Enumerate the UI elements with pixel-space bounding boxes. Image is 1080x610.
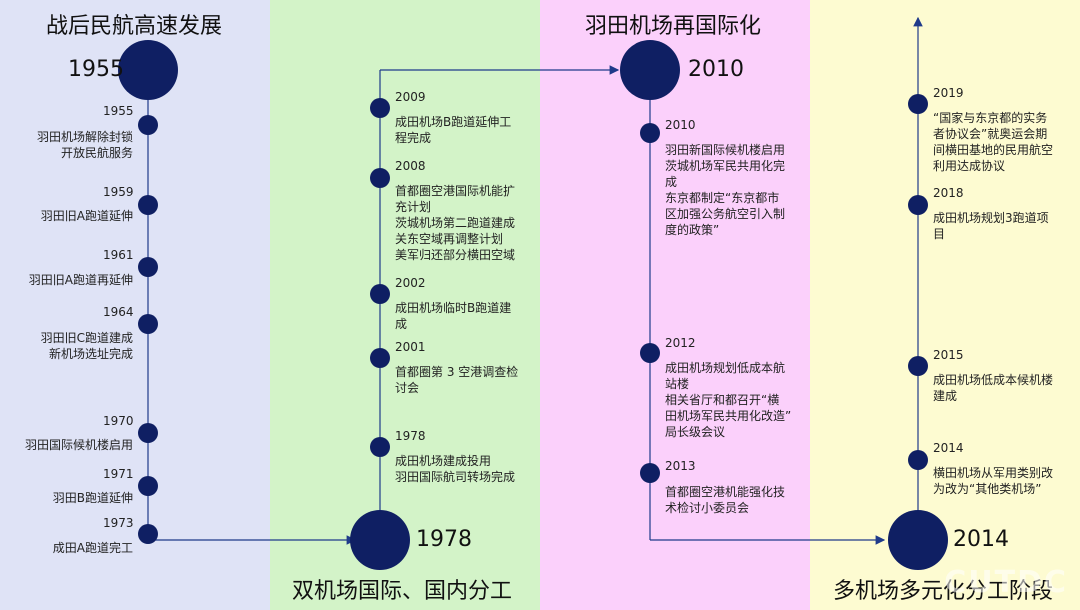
event-text: 羽田旧A跑道延伸 xyxy=(40,209,133,223)
event-node xyxy=(640,123,660,143)
phase-panel-4 xyxy=(810,0,1080,610)
event-node xyxy=(138,257,158,277)
event-text: “国家与东京都的实务者协议会”就奥运会期 间横田基地的民用航空利用达成协议 xyxy=(933,111,1054,173)
event-year: 1973 xyxy=(103,516,134,530)
event-text: 羽田B跑道延伸 xyxy=(52,491,133,505)
phase-panel-1 xyxy=(0,0,270,610)
event-year: 2019 xyxy=(933,86,964,100)
event-year: 1961 xyxy=(103,248,134,262)
event-year: 2010 xyxy=(665,118,696,132)
event-text: 羽田旧C跑道建成新机场选址完成 xyxy=(40,331,133,361)
event-text: 首都圈空港机能强化技术检讨小委员会 xyxy=(665,485,786,515)
event-text: 羽田旧A跑道再延伸 xyxy=(28,273,133,287)
event-node xyxy=(138,115,158,135)
event-year: 1971 xyxy=(103,467,134,481)
phase-title-3: 羽田机场再国际化 xyxy=(585,14,762,39)
event-node xyxy=(908,450,928,470)
event-text: 成田机场建成投用羽田国际航司转场完成 xyxy=(395,454,516,484)
event-node xyxy=(908,94,928,114)
event-year: 1959 xyxy=(103,185,134,199)
event-year: 1955 xyxy=(103,104,134,118)
event-text: 首都圈空港国际机能扩充计划 茨城机场第二跑道建成关东空域再调整计划 美军归还部分… xyxy=(395,184,516,262)
event-text: 横田机场从军用类别改为改为“其他类机场” xyxy=(933,466,1054,496)
phase-node-2014 xyxy=(888,510,948,570)
event-year: 2012 xyxy=(665,336,696,350)
phase-node-1978 xyxy=(350,510,410,570)
watermark-logo: CUTDC xyxy=(944,565,1068,600)
event-node xyxy=(370,437,390,457)
phase-node-1955 xyxy=(118,40,178,100)
phase-panel-3 xyxy=(540,0,810,610)
phase-year-2014: 2014 xyxy=(953,527,1009,552)
phase-title-4: 多机场多元化分工阶段 xyxy=(833,579,1054,604)
event-text: 羽田国际候机楼启用 xyxy=(24,438,133,452)
event-text: 成田机场规划3跑道项目 xyxy=(933,211,1049,241)
event-year: 2013 xyxy=(665,459,696,473)
phase-node-2010 xyxy=(620,40,680,100)
phase-year-1955: 1955 xyxy=(68,57,124,82)
event-node xyxy=(908,195,928,215)
event-node xyxy=(370,168,390,188)
event-year: 2002 xyxy=(395,276,426,290)
event-year: 1964 xyxy=(103,305,134,319)
phase-panel-2 xyxy=(270,0,540,610)
event-node xyxy=(138,195,158,215)
event-year: 2018 xyxy=(933,186,964,200)
event-node xyxy=(138,524,158,544)
event-year: 2014 xyxy=(933,441,964,455)
phase-title-1: 战后民航高速发展 xyxy=(46,14,223,39)
event-node xyxy=(908,356,928,376)
event-node xyxy=(138,423,158,443)
event-text: 成田机场B跑道延伸工程完成 xyxy=(395,115,512,145)
phase-year-2010: 2010 xyxy=(688,57,744,82)
event-node xyxy=(138,314,158,334)
event-year: 1978 xyxy=(395,429,426,443)
event-year: 2015 xyxy=(933,348,964,362)
event-node xyxy=(138,476,158,496)
event-node xyxy=(370,348,390,368)
event-text: 首都圈第 3 空港调查检讨会 xyxy=(395,365,519,395)
event-node xyxy=(640,343,660,363)
event-node xyxy=(640,463,660,483)
event-node xyxy=(370,284,390,304)
phase-year-1978: 1978 xyxy=(416,527,472,552)
event-node xyxy=(370,98,390,118)
event-text: 成田机场低成本候机楼建成 xyxy=(933,373,1054,403)
event-text: 羽田机场解除封锁开放民航服务 xyxy=(36,130,133,160)
event-year: 2001 xyxy=(395,340,426,354)
event-year: 1970 xyxy=(103,414,134,428)
event-text: 成田A跑道完工 xyxy=(52,541,133,555)
event-year: 2009 xyxy=(395,90,426,104)
phase-title-2: 双机场国际、国内分工 xyxy=(292,579,513,604)
event-text: 成田机场临时B跑道建成 xyxy=(395,301,512,331)
event-text: 成田机场规划低成本航站楼 相关省厅和都召开“横田机场军民共用化改造” 局长级会议 xyxy=(665,361,792,439)
event-text: 羽田新国际候机楼启用茨城机场军民共用化完 成东京都制定“东京都市 区加强公务航空… xyxy=(665,143,786,237)
event-year: 2008 xyxy=(395,159,426,173)
